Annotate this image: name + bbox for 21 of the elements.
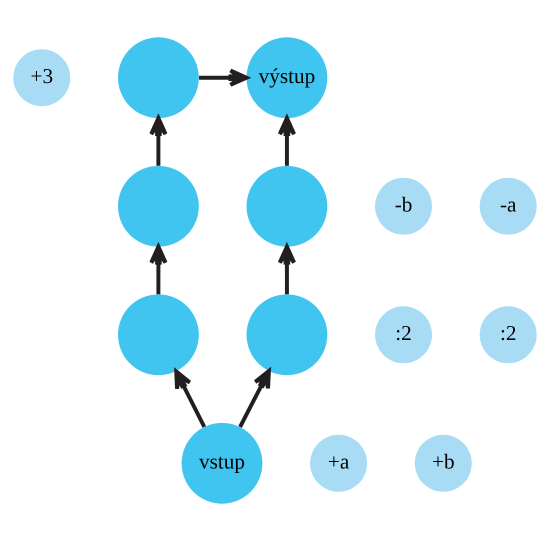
node-circle: -a xyxy=(480,177,537,234)
arrow xyxy=(199,68,248,86)
node-circle xyxy=(246,165,328,246)
node-circle: +3 xyxy=(13,48,70,106)
arrow xyxy=(149,244,168,294)
node-circle: :2 xyxy=(480,306,537,363)
arrow xyxy=(238,368,271,428)
arrow xyxy=(149,116,168,166)
node-circle: vstup xyxy=(182,422,262,504)
node-circle: +b xyxy=(414,434,472,492)
arrow xyxy=(278,116,296,166)
arrow xyxy=(278,244,296,294)
node-circle xyxy=(246,294,328,375)
node-circle xyxy=(118,36,199,118)
arrow xyxy=(174,368,206,428)
node-circle: výstup xyxy=(246,36,328,118)
node-circle xyxy=(118,294,199,375)
node-circle xyxy=(118,165,199,246)
node-circle: :2 xyxy=(375,306,432,363)
node-circle: -b xyxy=(375,177,432,234)
node-circle: +a xyxy=(310,434,368,492)
